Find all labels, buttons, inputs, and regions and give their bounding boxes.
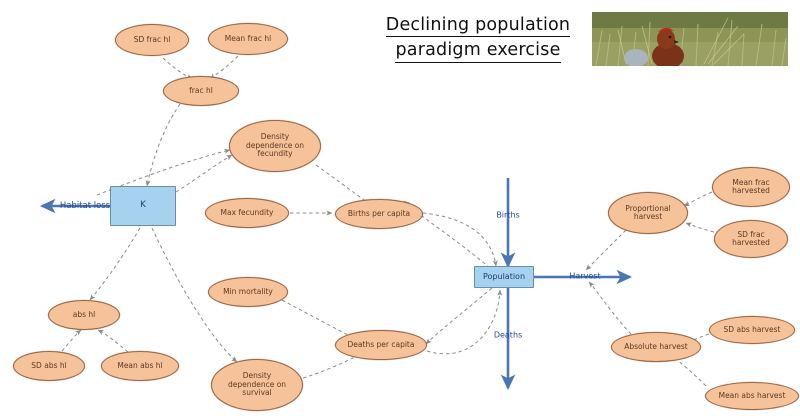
title-line-1: Declining population xyxy=(385,14,571,38)
node-k[interactable]: K xyxy=(110,186,176,226)
title-line-2: paradigm exercise xyxy=(395,39,561,63)
dd-survival-to-deaths xyxy=(302,351,367,379)
node-mean_frac_hl[interactable]: Mean frac hl xyxy=(208,23,288,55)
node-label-sd_abs_hl: SD abs hl xyxy=(31,360,67,370)
k-to-abs-hl xyxy=(89,227,141,301)
node-label-dd_fecundity: Density dependence on fecundity xyxy=(245,132,305,159)
flow-label-births: Births xyxy=(496,210,520,220)
node-mean_frac_harvested[interactable]: Mean frac harvested xyxy=(712,167,790,207)
node-sd_abs_hl[interactable]: SD abs hl xyxy=(13,351,85,381)
mean-frac-hl-to-frac-hl xyxy=(209,55,239,80)
sd-frac-harvested-to-proportional xyxy=(685,222,715,233)
node-label-sd_frac_hl: SD frac hl xyxy=(133,34,171,44)
node-label-deaths_per_capita: Deaths per capita xyxy=(347,339,415,349)
node-label-mean_abs_hl: Mean abs hl xyxy=(117,360,163,370)
node-label-sd_frac_harvested: SD frac harvested xyxy=(732,229,770,247)
frac-hl-to-k xyxy=(145,103,181,187)
node-label-mean_frac_hl: Mean frac hl xyxy=(224,33,272,43)
sd-abs-hl-to-abs-hl xyxy=(61,329,82,352)
proportional-harvest-to-harvest xyxy=(585,229,627,271)
node-abs_hl[interactable]: abs hl xyxy=(48,300,120,330)
k-to-dd-survival xyxy=(151,227,238,363)
node-mean_abs_hl[interactable]: Mean abs hl xyxy=(101,351,179,381)
flow-arrows xyxy=(39,178,633,391)
node-label-absolute_harvest: Absolute harvest xyxy=(624,341,688,351)
node-dd_survival[interactable]: Density dependence on survival xyxy=(211,359,303,411)
node-max_fecundity[interactable]: Max fecundity xyxy=(205,198,289,228)
node-population[interactable]: Population xyxy=(474,266,534,288)
node-label-mean_abs_harvest: Mean abs harvest xyxy=(718,390,786,400)
flow-label-harvest: Harvest xyxy=(569,271,601,281)
node-label-frac_hl: frac hl xyxy=(189,85,213,95)
births-to-population xyxy=(422,212,498,267)
deaths-to-population xyxy=(426,289,503,355)
node-label-mean_frac_harvested: Mean frac harvested xyxy=(732,177,770,195)
node-label-sd_abs_harvest: SD abs harvest xyxy=(723,324,781,334)
node-label-dd_survival: Density dependence on survival xyxy=(227,371,287,398)
flow-label-habitat_loss: Habitat loss xyxy=(59,201,111,211)
node-label-population: Population xyxy=(482,271,526,281)
node-sd_abs_harvest[interactable]: SD abs harvest xyxy=(709,316,795,344)
node-mean_abs_harvest[interactable]: Mean abs harvest xyxy=(705,382,799,410)
population-to-deaths xyxy=(425,287,493,345)
k-to-dd-fecundity xyxy=(175,154,233,193)
mean-frac-harvested-to-proportional xyxy=(683,191,713,207)
node-births_per_capita[interactable]: Births per capita xyxy=(335,199,423,229)
min-mortality-to-deaths xyxy=(281,299,355,339)
node-label-abs_hl: abs hl xyxy=(72,309,96,319)
dd-fecundity-to-births xyxy=(315,164,371,205)
node-sd_frac_harvested[interactable]: SD frac harvested xyxy=(714,220,788,258)
node-min_mortality[interactable]: Min mortality xyxy=(208,277,288,307)
node-absolute_harvest[interactable]: Absolute harvest xyxy=(611,332,701,362)
node-label-births_per_capita: Births per capita xyxy=(347,208,411,218)
node-frac_hl[interactable]: frac hl xyxy=(163,76,239,106)
node-label-k: K xyxy=(140,200,146,211)
flow-label-deaths: Deaths xyxy=(493,330,523,340)
page-title: Declining population paradigm exercise xyxy=(368,14,588,65)
node-dd_fecundity[interactable]: Density dependence on fecundity xyxy=(229,120,321,172)
node-deaths_per_capita[interactable]: Deaths per capita xyxy=(335,330,427,360)
node-proportional_harvest[interactable]: Proportional harvest xyxy=(608,192,688,234)
node-label-max_fecundity: Max fecundity xyxy=(220,207,274,217)
mean-abs-hl-to-abs-hl xyxy=(97,329,129,353)
absolute-harvest-to-harvest xyxy=(588,281,632,335)
node-label-proportional_harvest: Proportional harvest xyxy=(625,203,671,221)
red-grouse-photo xyxy=(592,12,788,66)
node-label-min_mortality: Min mortality xyxy=(223,286,273,296)
mean-abs-harvest-to-absolute xyxy=(671,355,707,387)
node-sd_frac_hl[interactable]: SD frac hl xyxy=(115,24,189,56)
